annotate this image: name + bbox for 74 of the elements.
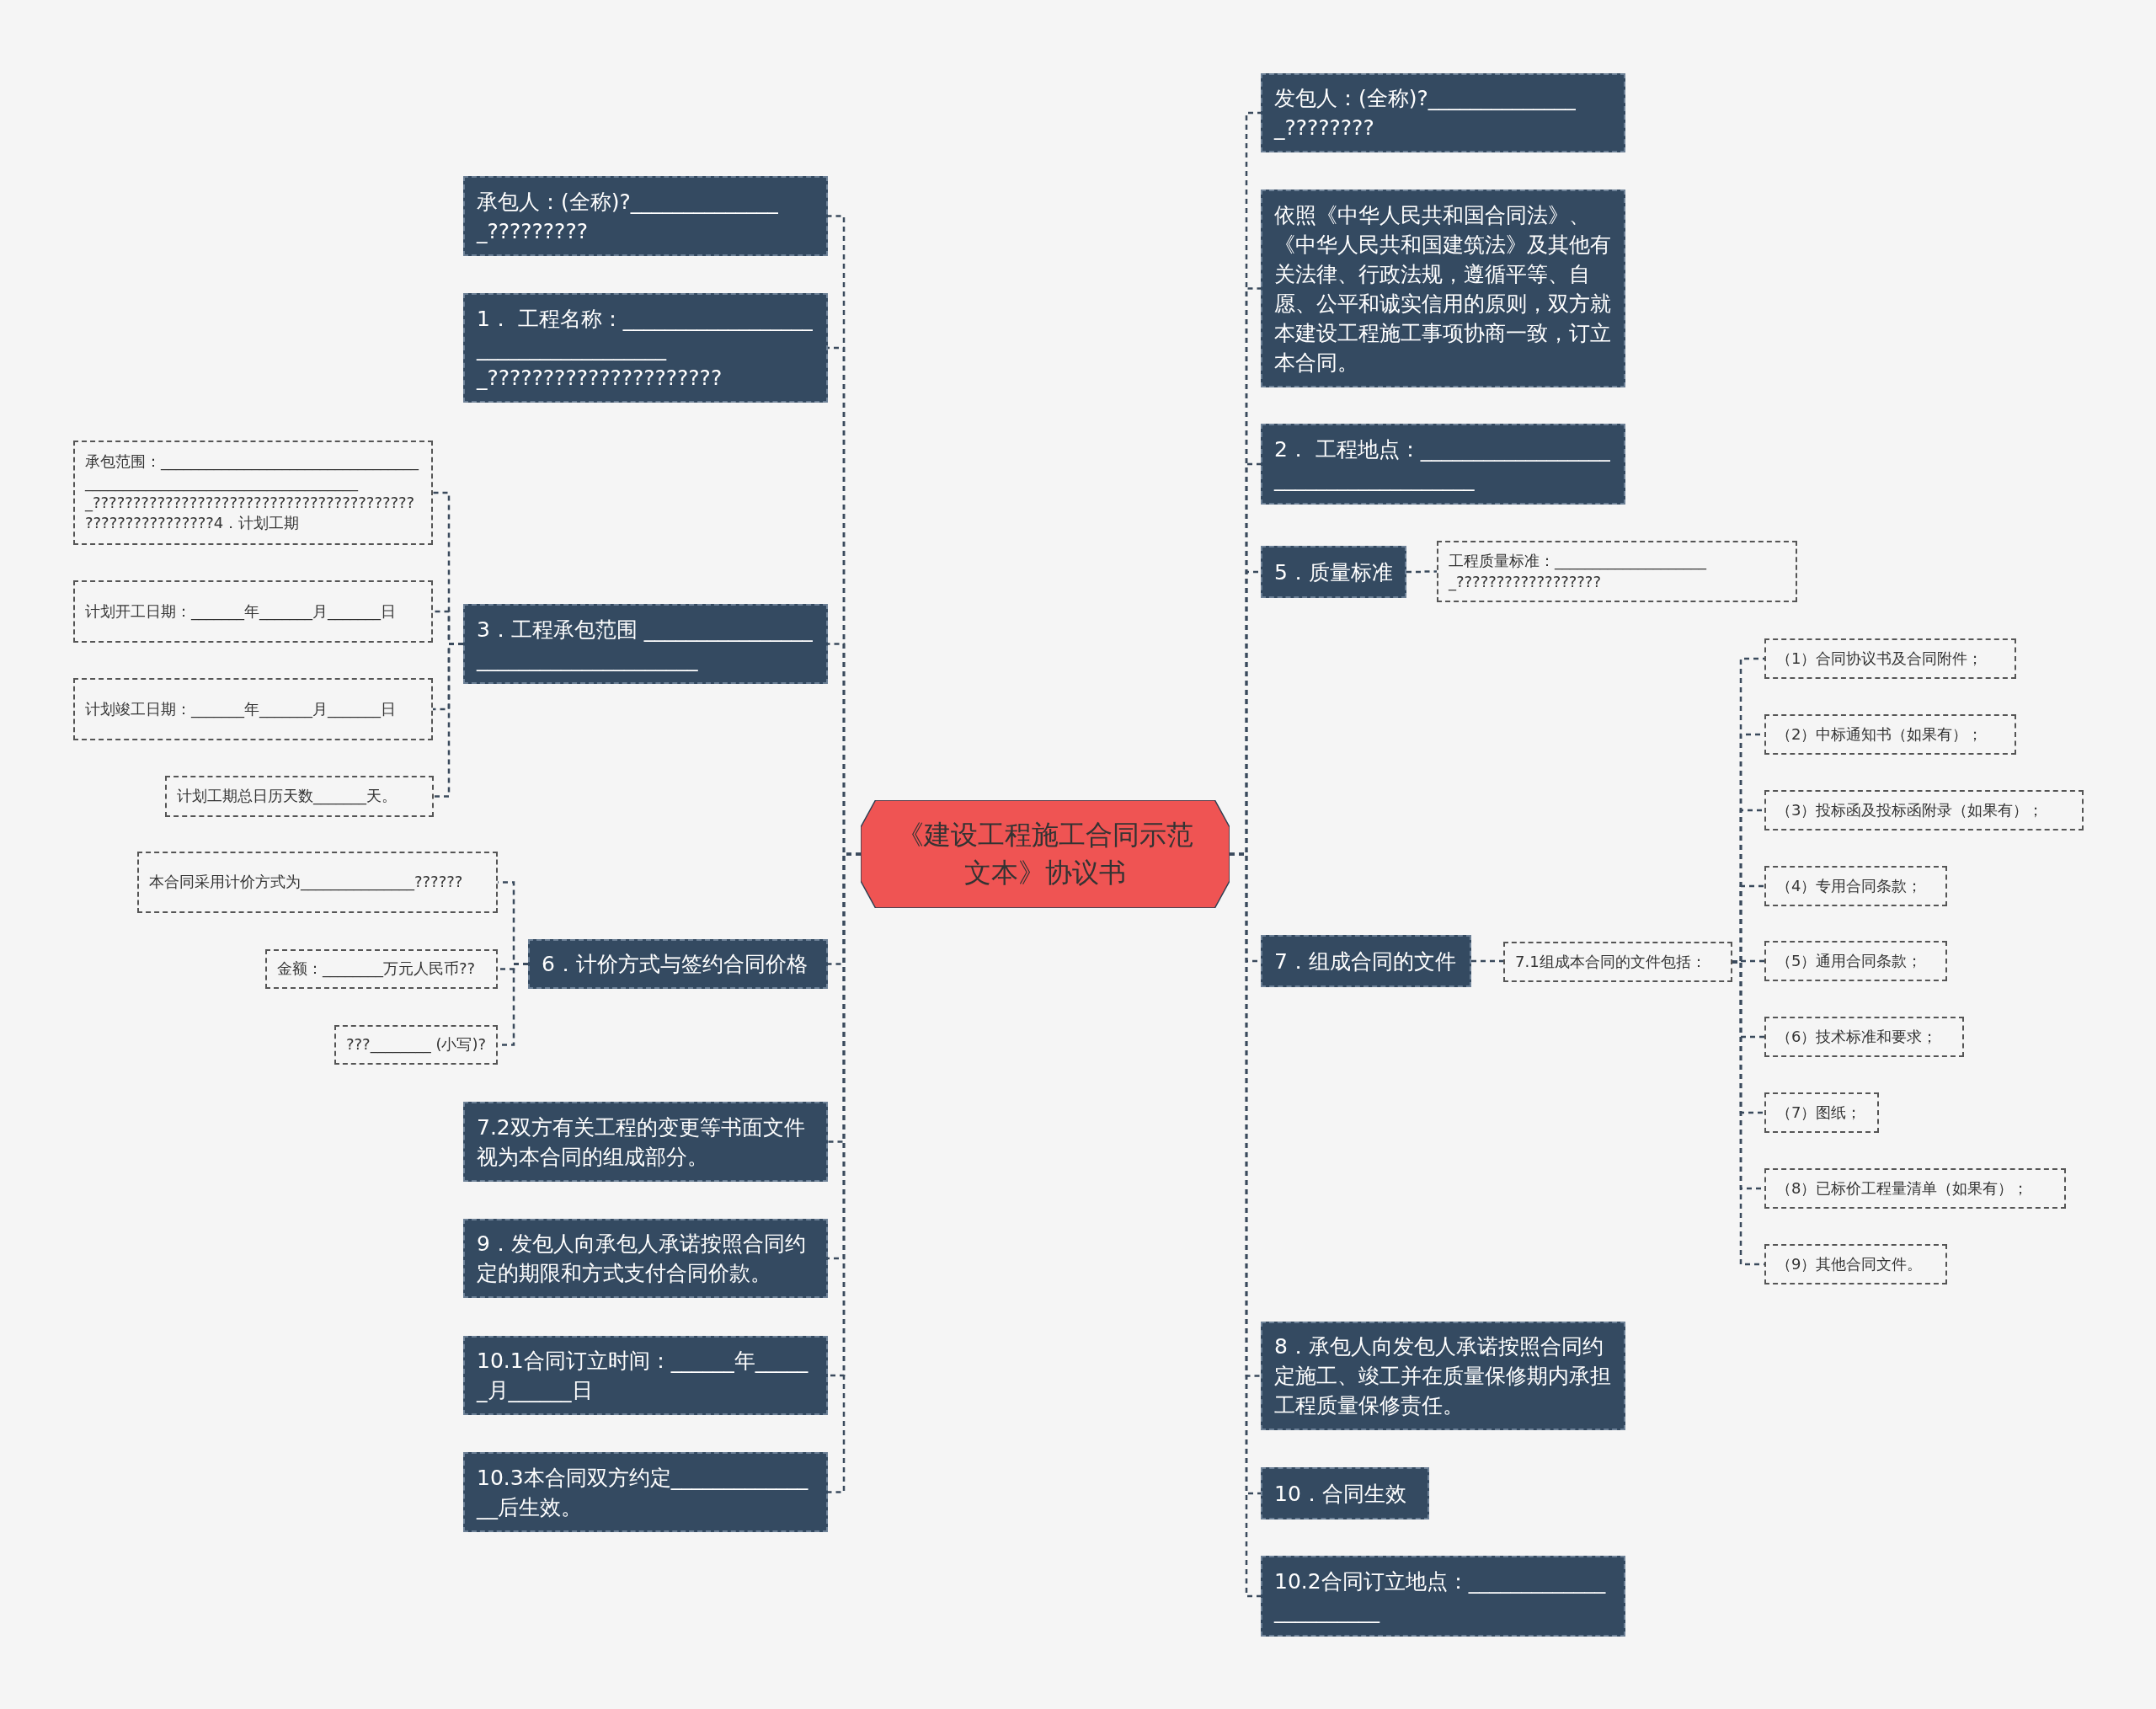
subtopic-text: 工程质量标准：_____________________??????????????????	[1449, 551, 1708, 592]
topic-box	[1261, 935, 1471, 987]
subtopic-text: 本合同采用计价方式为_______________??????	[149, 872, 463, 893]
subtopic-box	[1764, 866, 1947, 906]
subtopic-text: （3）投标函及投标函附录（如果有）；	[1776, 799, 2044, 820]
subtopic-text: 承包范围：_______________________________________________________________________????????????????????????????????????????????????????????4．计划工期	[85, 451, 420, 534]
topic-text: 1． 工程名称：_____________________________________?????????????????????	[477, 305, 814, 392]
topic-box	[463, 176, 828, 256]
topic-box	[1261, 1467, 1429, 1519]
subtopic-text: （6）技术标准和要求；	[1776, 1026, 1938, 1047]
topic-text: 7.2双方有关工程的变更等书面文件视为本合同的组成部分。	[477, 1114, 806, 1171]
subtopic-box	[265, 949, 498, 989]
subtopic-text: （9）其他合同文件。	[1776, 1253, 1923, 1274]
topic-box	[463, 1219, 828, 1298]
subtopic-box	[1764, 1017, 1964, 1057]
subtopic-box	[1764, 790, 2084, 830]
subtopic-box	[1764, 941, 1947, 981]
subtopic-box	[1764, 638, 2016, 679]
subtopic-box	[334, 1025, 498, 1065]
subtopic-box	[1764, 1092, 1879, 1133]
topic-text: 2． 工程地点：_____________________________________	[1274, 436, 1611, 493]
topic-text: 承包人：(全称)?_______________?????????	[477, 188, 779, 245]
subtopic-box	[1764, 1244, 1947, 1284]
subtopic-box	[73, 580, 433, 643]
subtopic-text: 7.1组成本合同的文件包括：	[1515, 951, 1706, 972]
subtopic-box	[1764, 1168, 2066, 1209]
central-topic-octagon	[861, 800, 1230, 908]
subtopic-text: ???________ (小写)?	[346, 1034, 486, 1055]
subtopic-box	[137, 852, 498, 913]
connector-line	[434, 643, 463, 798]
topic-text: 8．承包人向发包人承诺按照合同约定施工、竣工并在质量保修期内承担工程质量保修责任。	[1274, 1333, 1612, 1419]
subtopic-box	[73, 441, 433, 545]
connector-line	[828, 852, 861, 1493]
subtopic-text: （2）中标通知书（如果有）；	[1776, 724, 1983, 745]
central-topic-text: 《建设工程施工合同示范文本》协议书	[896, 818, 1194, 890]
topic-box	[1261, 1556, 1625, 1637]
connector-line	[1471, 959, 1505, 964]
subtopic-text: 金额：________万元人民币??	[277, 959, 476, 980]
topic-text: 发包人：(全称)?_______________????????	[1274, 85, 1577, 142]
subtopic-text: （5）通用合同条款；	[1776, 950, 1923, 971]
subtopic-text: 计划工期总日历天数_______天。	[177, 786, 397, 807]
subtopic-text: （7）图纸；	[1776, 1102, 1862, 1123]
topic-text: 6．计价方式与签约合同价格	[542, 951, 808, 978]
subtopic-text: （1）合同协议书及合同附件；	[1776, 648, 1983, 669]
topic-box	[1261, 1322, 1625, 1430]
subtopic-text: （8）已标价工程量清单（如果有）；	[1776, 1178, 2029, 1199]
subtopic-box	[73, 678, 433, 740]
topic-box	[463, 604, 828, 684]
topic-box	[1261, 73, 1625, 152]
subtopic-box	[1503, 942, 1732, 982]
subtopic-text: 计划竣工日期：_______年_______月_______日	[85, 698, 396, 720]
subtopic-box	[1764, 714, 2016, 755]
subtopic-text: 计划开工日期：_______年_______月_______日	[85, 601, 396, 622]
topic-box	[463, 1452, 828, 1532]
topic-box	[1261, 546, 1406, 598]
topic-text: 10.3本合同双方约定_______________后生效。	[477, 1464, 809, 1521]
topic-text: 5．质量标准	[1274, 558, 1393, 586]
topic-text: 3．工程承包范围 _____________________________________	[477, 616, 814, 673]
topic-box	[463, 1102, 828, 1182]
topic-box	[463, 1336, 828, 1415]
subtopic-box	[1437, 541, 1797, 602]
topic-text: 依照《中华人民共和国合同法》、《中华人民共和国建筑法》及其他有关法律、行政法规，遵循平等、自愿、公平和诚实信用的原则，双方就本建设工程施工事项协商一致，订立本合同。	[1274, 201, 1612, 377]
subtopic-box	[165, 776, 434, 817]
subtopic-text: （4）专用合同条款；	[1776, 875, 1923, 896]
topic-text: 7．组成合同的文件	[1274, 948, 1456, 975]
topic-text: 10．合同生效	[1274, 1480, 1406, 1508]
topic-text: 10.2合同订立地点：_______________________	[1274, 1568, 1607, 1625]
topic-text: 10.1合同订立时间：______年______月______日	[477, 1348, 809, 1404]
topic-box	[1261, 190, 1625, 387]
topic-text: 9．发包人向承包人承诺按照合同约定的期限和方式支付合同价款。	[477, 1231, 807, 1287]
connector-line	[1406, 570, 1437, 574]
topic-box	[528, 939, 828, 989]
topic-box	[1261, 424, 1625, 505]
topic-box	[463, 293, 828, 403]
